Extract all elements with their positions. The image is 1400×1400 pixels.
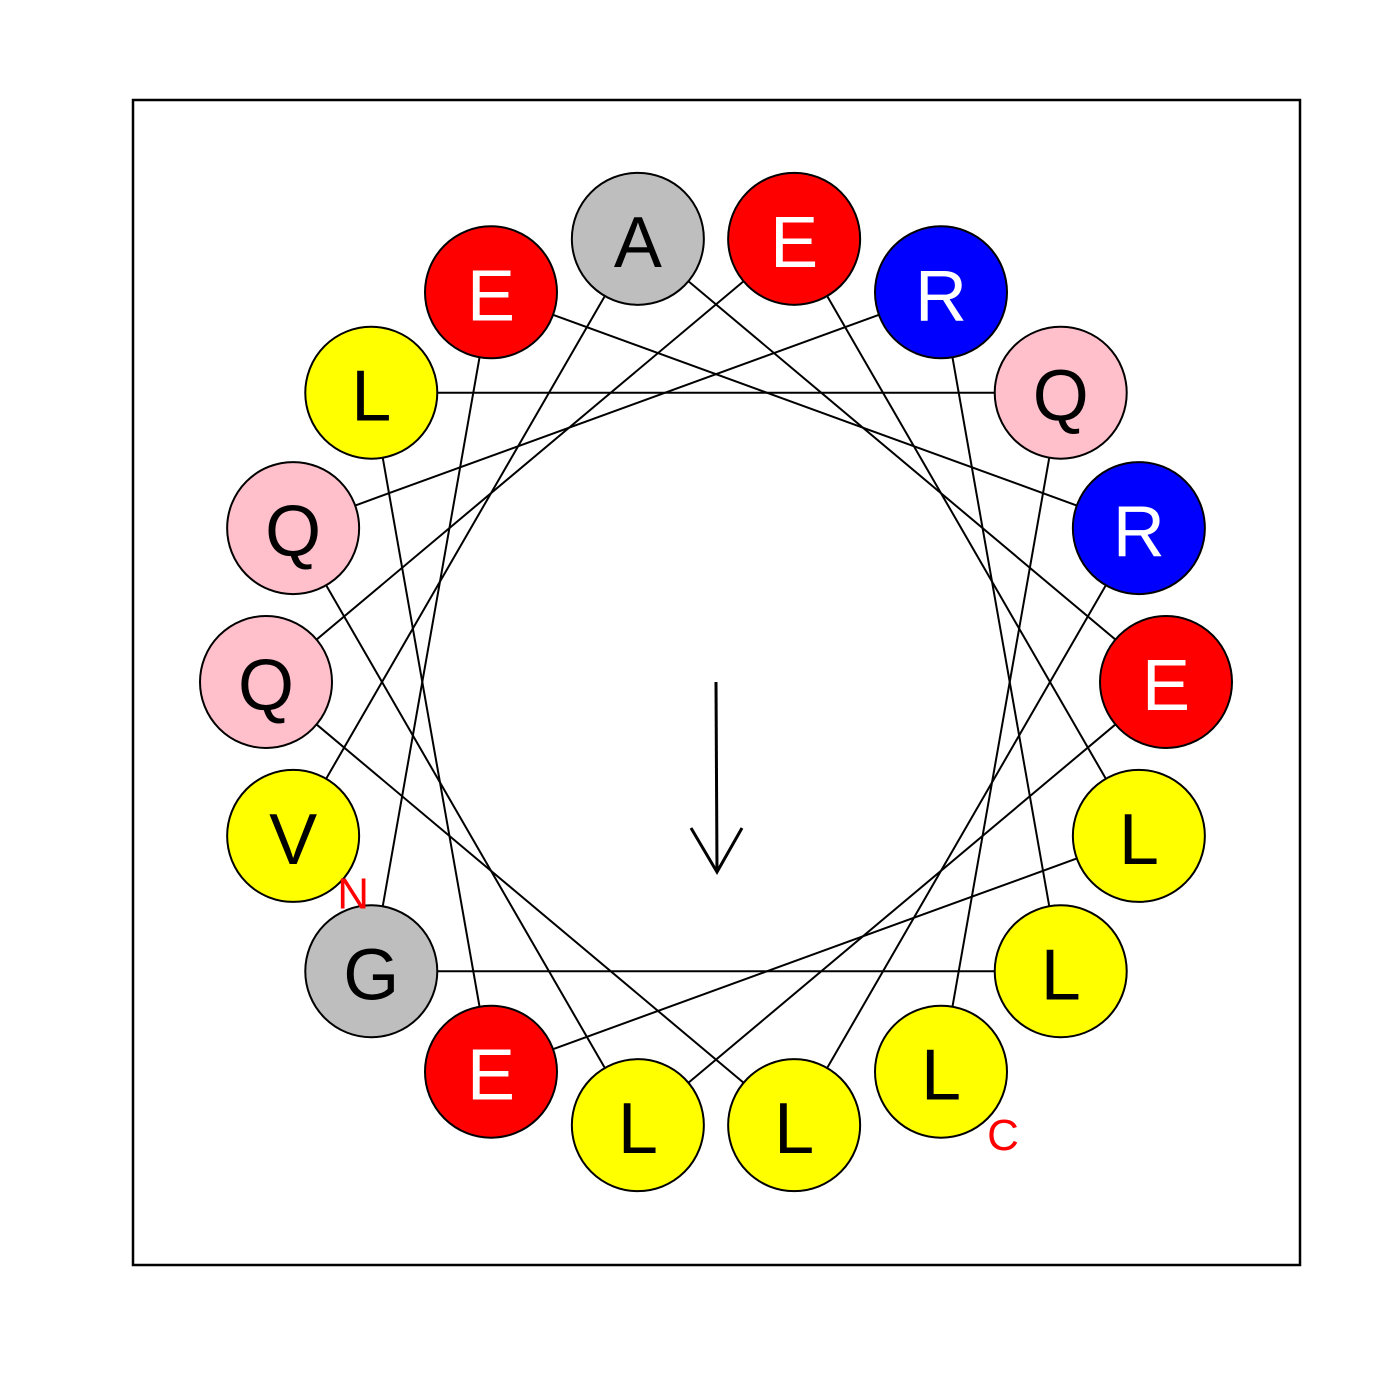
- residue-letter: R: [1113, 492, 1165, 572]
- connection-line: [826, 295, 1107, 780]
- residue-circle: [1071, 768, 1206, 903]
- residue-4-L: L: [570, 1058, 705, 1193]
- residue-circle: [727, 1058, 862, 1193]
- residue-letter: Q: [265, 492, 321, 572]
- connection-line: [951, 457, 1051, 1007]
- residue-circle: [874, 225, 1008, 360]
- residue-17-Q: Q: [993, 325, 1128, 460]
- residue-circle: [424, 225, 558, 360]
- residue-circle: [304, 904, 439, 1039]
- connection-line: [951, 357, 1051, 907]
- connection-line: [354, 313, 880, 507]
- residue-letter: L: [921, 1036, 961, 1116]
- connection-line: [381, 357, 481, 907]
- connection-line: [552, 313, 1078, 507]
- residue-letter: L: [774, 1089, 814, 1169]
- residue-circle: [993, 904, 1128, 1039]
- connection-line: [552, 857, 1078, 1051]
- residue-13-E: E: [727, 171, 862, 306]
- residue-2-A: A: [570, 171, 705, 306]
- residue-circle: [199, 615, 333, 749]
- residue-letter: E: [770, 203, 818, 283]
- hydrophobic-moment-arrow: [689, 681, 744, 875]
- connection-lines: [315, 280, 1117, 1084]
- residue-circle: [1071, 461, 1206, 596]
- residue-circle: [424, 1004, 558, 1139]
- residue-8-G: G: [304, 904, 439, 1039]
- connection-line: [325, 584, 606, 1069]
- c-terminus-label: C: [987, 1111, 1019, 1160]
- residue-letter: L: [1119, 800, 1159, 880]
- residue-12-Q: Q: [199, 615, 333, 749]
- connection-line: [687, 280, 1117, 641]
- residue-letter: G: [343, 935, 399, 1015]
- residue-circle: [570, 1058, 705, 1193]
- residue-3-E: E: [1099, 615, 1233, 749]
- residue-6-R: R: [874, 225, 1008, 360]
- residue-circle: [226, 461, 361, 596]
- connection-line: [826, 584, 1107, 1069]
- residue-letter: E: [467, 256, 515, 336]
- residue-circle: [304, 325, 439, 460]
- residue-letter: E: [467, 1036, 515, 1116]
- residue-circle: [1099, 615, 1233, 749]
- residue-14-L: L: [1071, 768, 1206, 903]
- residue-circle: [570, 171, 705, 306]
- residue-9-E: E: [424, 225, 558, 360]
- residue-letter: A: [614, 203, 662, 283]
- residue-5-Q: Q: [226, 461, 361, 596]
- residue-10-R: R: [1071, 461, 1206, 596]
- residue-circle: [727, 171, 862, 306]
- n-terminus-label: N: [337, 869, 369, 918]
- connection-line: [315, 723, 745, 1084]
- residue-16-L: L: [304, 325, 439, 460]
- residue-15-E: E: [424, 1004, 558, 1139]
- connection-line: [325, 295, 606, 780]
- arrow-shaft: [714, 681, 719, 873]
- residue-circle: [226, 768, 361, 903]
- residue-letter: Q: [1033, 357, 1089, 437]
- residue-circle: [874, 1004, 1008, 1139]
- residue-letter: R: [915, 256, 967, 336]
- plot-frame: [131, 98, 1302, 1267]
- residue-letter: V: [269, 800, 317, 880]
- residue-letter: L: [1041, 935, 1081, 1015]
- residue-letter: Q: [238, 646, 294, 726]
- residue-7-L: L: [993, 904, 1128, 1039]
- residue-letter: E: [1142, 646, 1190, 726]
- residue-11-L: L: [727, 1058, 862, 1193]
- connection-line: [315, 280, 745, 641]
- residue-1-V: V: [226, 768, 361, 903]
- residue-letter: L: [351, 357, 391, 437]
- connection-line: [687, 723, 1117, 1084]
- residue-18-L: L: [874, 1004, 1008, 1139]
- arrow-head: [689, 827, 744, 875]
- connection-line: [381, 457, 481, 1007]
- residue-circle: [993, 325, 1128, 460]
- residue-letter: L: [618, 1089, 658, 1169]
